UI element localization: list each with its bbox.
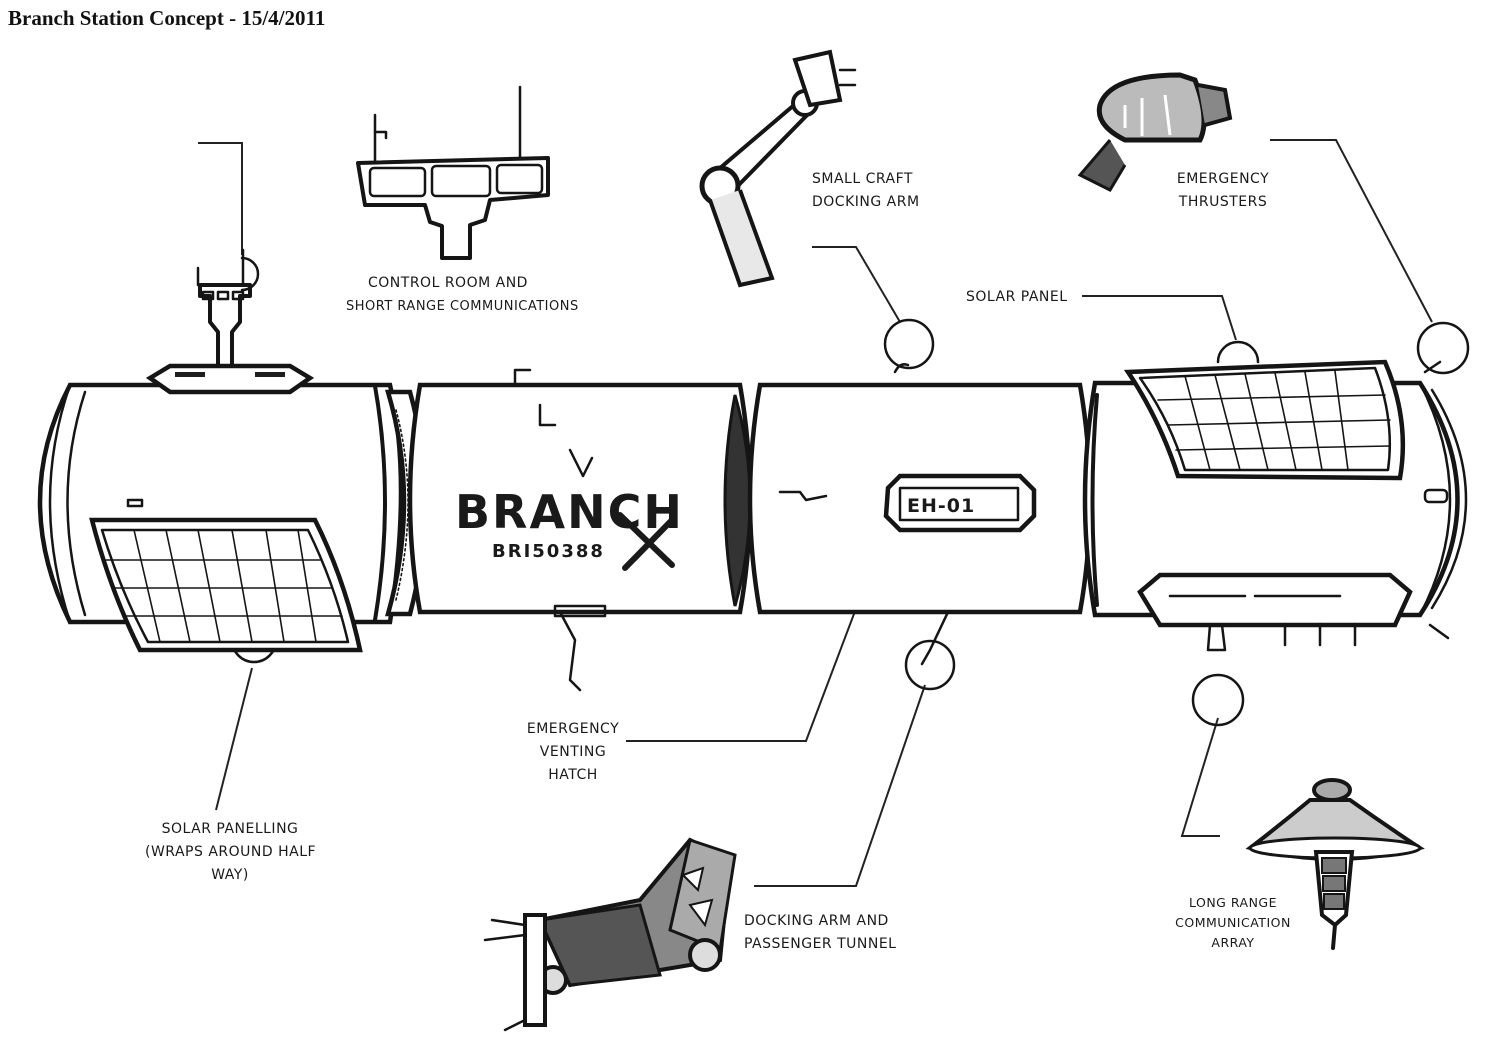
callout-line: Way) — [211, 867, 249, 883]
callout-line: Docking Arm — [812, 194, 920, 210]
callout-line: Thrusters — [1178, 194, 1268, 210]
small-craft-docking-arm-detail — [699, 49, 857, 288]
callout-line: Venting — [539, 744, 607, 760]
callout-solar-panelling: Solar Panelling (Wraps Around Half Way) — [145, 818, 317, 887]
module-1 — [37, 248, 404, 653]
callout-circle-thrusters — [1416, 321, 1470, 375]
callout-long-range-comms: Long Range Communication Array — [1168, 893, 1298, 953]
callout-circle-solar-panel — [1216, 340, 1260, 364]
callout-circle-docking-tunnel — [904, 639, 956, 691]
callout-line: Small Craft — [812, 171, 913, 187]
long-range-comms-detail — [1245, 778, 1425, 950]
callout-line: Emergency — [526, 721, 620, 737]
emergency-thrusters-detail — [1077, 72, 1233, 192]
callout-line: Docking Arm and — [744, 913, 889, 929]
callout-line: Hatch — [548, 767, 598, 783]
callout-line: Short Range Communications — [346, 299, 579, 314]
solar-panelling-sketch — [89, 517, 363, 653]
callout-line: Solar Panel — [966, 289, 1068, 305]
callout-line: Control Room and — [368, 275, 528, 291]
station-name-text: BRANCH — [455, 485, 684, 539]
leader-emergency-thrusters — [1270, 139, 1433, 323]
solar-panel-sketch — [1123, 359, 1406, 481]
station-registration-text: BRI50388 — [492, 541, 605, 562]
emergency-hatch-sketch: EH-01 — [883, 473, 1037, 533]
leader-control-room — [198, 142, 243, 255]
leader-docking-tunnel — [754, 684, 926, 887]
brand-branch-mark — [568, 448, 594, 478]
callout-emergency-thrusters: Emergency Thrusters — [1168, 168, 1278, 214]
callout-control-room: Control Room and Short Range Communicati… — [346, 272, 579, 318]
leader-small-craft-docking-arm — [812, 246, 901, 323]
module-4 — [1082, 359, 1468, 652]
callout-line: Long Range — [1188, 895, 1278, 910]
callout-line: Communication — [1175, 915, 1291, 930]
callout-line: Passenger Tunnel — [744, 936, 897, 952]
callout-docking-arm-passenger-tunnel: Docking Arm and Passenger Tunnel — [744, 910, 896, 956]
leader-long-range-comms — [1180, 717, 1220, 837]
callout-line: (Wraps Around Half — [145, 844, 317, 860]
callout-solar-panel: Solar Panel — [966, 286, 1068, 309]
leader-solar-panelling — [215, 667, 253, 811]
callout-line: Emergency — [1176, 171, 1270, 187]
callout-circle-docking-arm — [883, 318, 935, 370]
control-room-detail — [356, 85, 550, 260]
leader-solar-panel — [1082, 295, 1237, 341]
callout-small-craft-docking-arm: Small Craft Docking Arm — [812, 168, 920, 214]
drawing-title: Branch Station Concept - 15/4/2011 — [8, 6, 326, 30]
callout-line: Solar Panelling — [161, 821, 299, 837]
docking-tunnel-detail — [483, 837, 737, 1032]
callout-circle-long-range — [1191, 673, 1245, 727]
callout-line: Array — [1211, 935, 1255, 950]
callout-emergency-venting-hatch: Emergency Venting Hatch — [518, 718, 628, 787]
brand-x-mark — [617, 512, 675, 571]
station-hull: BRANCH BRI50388 EH-01 — [37, 248, 1468, 692]
hatch-code-text: EH-01 — [907, 495, 975, 517]
